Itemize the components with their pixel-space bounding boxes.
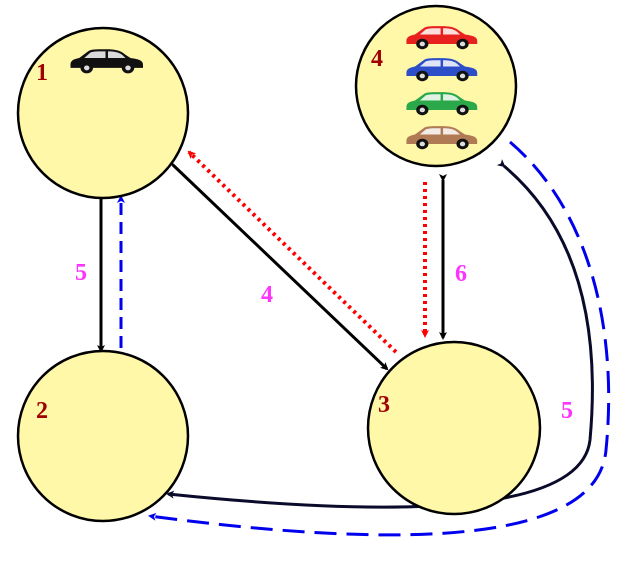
edge-4-2-dark-curve	[166, 159, 594, 509]
node-4: 4	[354, 4, 518, 168]
edge-1-3-black	[165, 157, 389, 371]
node-2: 2	[16, 349, 190, 523]
edge-label-4-3: 6	[455, 261, 467, 287]
node-1: 1	[16, 26, 190, 200]
node-2-label: 2	[36, 398, 48, 424]
node-3-label: 3	[378, 392, 390, 418]
node-1-label: 1	[36, 60, 48, 86]
edge-3-1-red-dotted	[187, 150, 398, 354]
edge-label-1-3: 4	[261, 282, 273, 308]
node-3: 3	[366, 340, 542, 516]
edge-label-1-2: 5	[75, 260, 87, 286]
node-4-label: 4	[371, 46, 383, 72]
edge-label-4-2: 5	[561, 398, 573, 424]
edge-4-2-blue-dashed-curve	[148, 140, 611, 537]
